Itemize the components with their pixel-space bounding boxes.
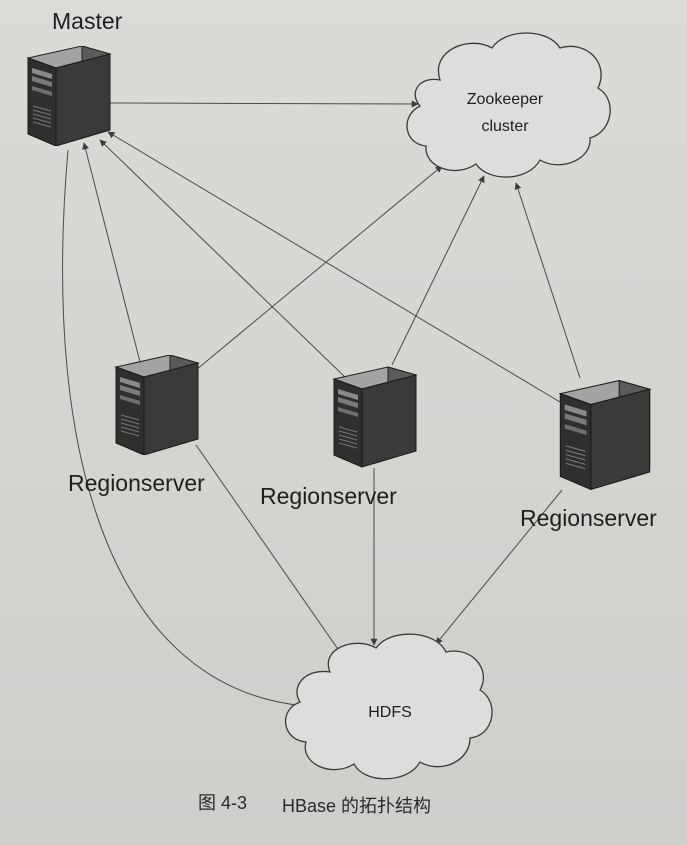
hdfs-label: HDFS (368, 704, 412, 721)
caption-text: HBase 的拓扑结构 (282, 796, 431, 816)
figure-caption: 图 4-3 HBase 的拓扑结构 (198, 793, 431, 816)
caption-figure-number: 图 4-3 (198, 793, 247, 813)
edge-rs1-hdfs (195, 444, 343, 656)
regionserver-1-label: Regionserver (68, 470, 205, 496)
master-node: Master (27, 8, 123, 146)
zookeeper-cloud: Zookeeper cluster (406, 32, 611, 178)
regionserver-2-node: Regionserver (260, 366, 417, 509)
zookeeper-label-line1: Zookeeper (467, 91, 544, 108)
hdfs-cloud: HDFS (284, 633, 493, 780)
zookeeper-label-line2: cluster (481, 118, 529, 135)
master-label: Master (52, 8, 123, 34)
edges (62, 100, 581, 709)
server-icon (115, 355, 199, 455)
edge-rs3-zookeeper (514, 182, 581, 379)
cloud-icon (406, 32, 611, 178)
edge-rs3-master (107, 131, 561, 403)
regionserver-3-label: Regionserver (520, 505, 657, 531)
server-icon (27, 46, 111, 146)
edge-rs1-master (82, 142, 141, 363)
regionserver-1-node: Regionserver (68, 355, 205, 496)
edge-master-hdfs (62, 149, 307, 709)
server-icon (559, 379, 651, 491)
cloud-icon (284, 633, 493, 780)
server-icon (333, 366, 417, 468)
edge-rs1-zookeeper (195, 165, 443, 371)
regionserver-2-label: Regionserver (260, 483, 397, 509)
edge-rs2-zookeeper (391, 175, 485, 366)
edge-master-zookeeper (109, 100, 419, 108)
edge-rs3-hdfs (435, 489, 563, 645)
regionserver-3-node: Regionserver (520, 379, 657, 531)
edge-rs2-master (99, 139, 349, 381)
